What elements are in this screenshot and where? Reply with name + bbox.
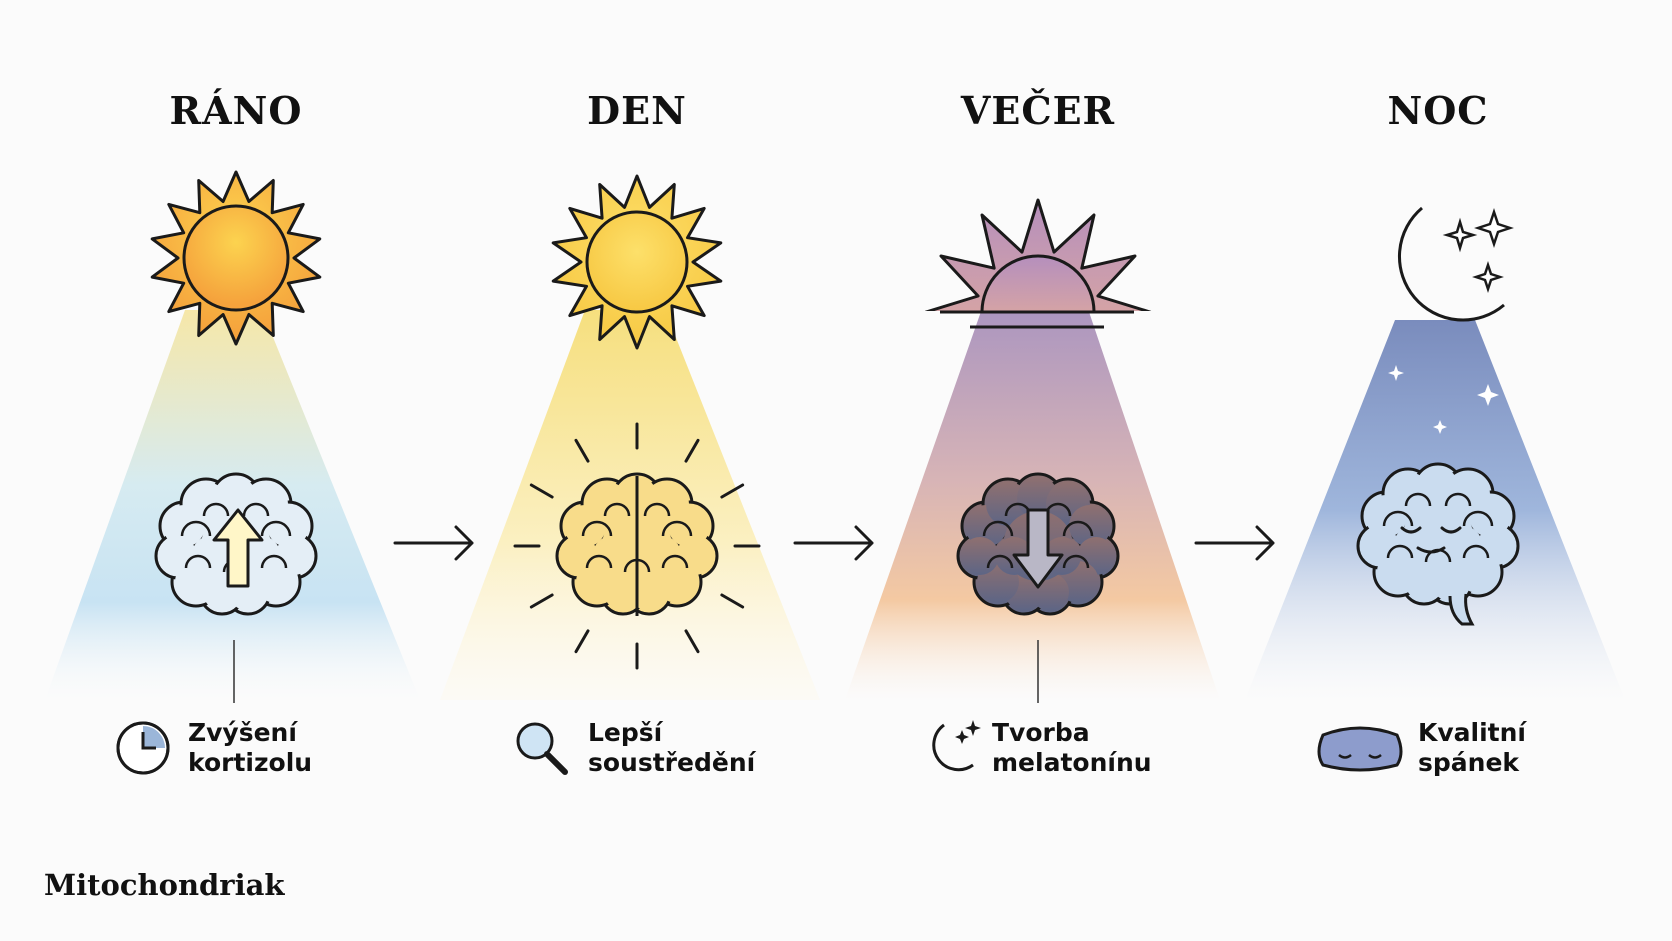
arrow-day-to-evening <box>793 525 874 561</box>
sun-day-icon <box>551 174 723 350</box>
brain-night-icon <box>1356 462 1520 626</box>
arrow-up-icon <box>212 508 264 588</box>
sleeping-face <box>1400 526 1462 554</box>
moon-stars-icon <box>932 720 981 772</box>
phase-title-morning: RÁNO <box>169 88 303 133</box>
phase-title-evening: VEČER <box>960 88 1116 133</box>
flow-arrows <box>393 525 1275 561</box>
sun-morning-icon <box>150 170 322 346</box>
phase-title-day: DEN <box>587 88 687 133</box>
phase-title-night: NOC <box>1387 88 1489 133</box>
sunset-icon <box>924 198 1152 329</box>
magnifier-icon <box>516 722 568 775</box>
arrow-down-icon <box>1012 508 1064 589</box>
brain-day-icon <box>555 472 719 616</box>
moon-icon <box>1388 206 1514 434</box>
arrow-morning-to-day <box>393 525 474 561</box>
focus-rays <box>513 422 761 670</box>
sleep-mask-icon <box>1317 726 1403 772</box>
clock-icon <box>116 721 170 775</box>
brand-logo: Mitochondriak <box>44 868 285 902</box>
arrow-evening-to-night <box>1194 525 1275 561</box>
